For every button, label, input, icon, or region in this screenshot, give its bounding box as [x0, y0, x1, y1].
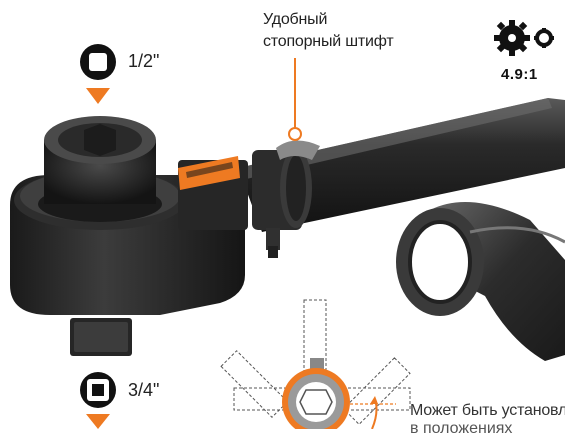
position-note-2: в положениях	[410, 420, 513, 437]
position-note: Может быть установлен	[410, 402, 565, 419]
torque-multiplier-illustration	[10, 20, 565, 429]
handle	[238, 98, 565, 232]
pin-collar	[252, 140, 320, 258]
square-drive-icon	[80, 44, 116, 80]
gear-icon	[494, 20, 554, 56]
pin-caption-line2: стопорный штифт	[263, 33, 394, 50]
pin-callout-line	[288, 58, 302, 141]
gear-ratio: 4.9:1	[501, 66, 538, 83]
square-drive-icon	[80, 372, 116, 408]
down-arrow-icon	[86, 414, 110, 429]
position-diagram	[220, 299, 411, 429]
pin-caption: Удобный стопорный штифт	[263, 9, 433, 53]
top-socket	[38, 116, 162, 222]
drive-size-three-quarter: 3/4"	[128, 380, 160, 400]
pin-caption-line1: Удобный	[263, 11, 328, 28]
down-arrow-icon	[86, 88, 110, 104]
reaction-arm	[396, 202, 565, 361]
drive-size-half: 1/2"	[128, 51, 160, 71]
